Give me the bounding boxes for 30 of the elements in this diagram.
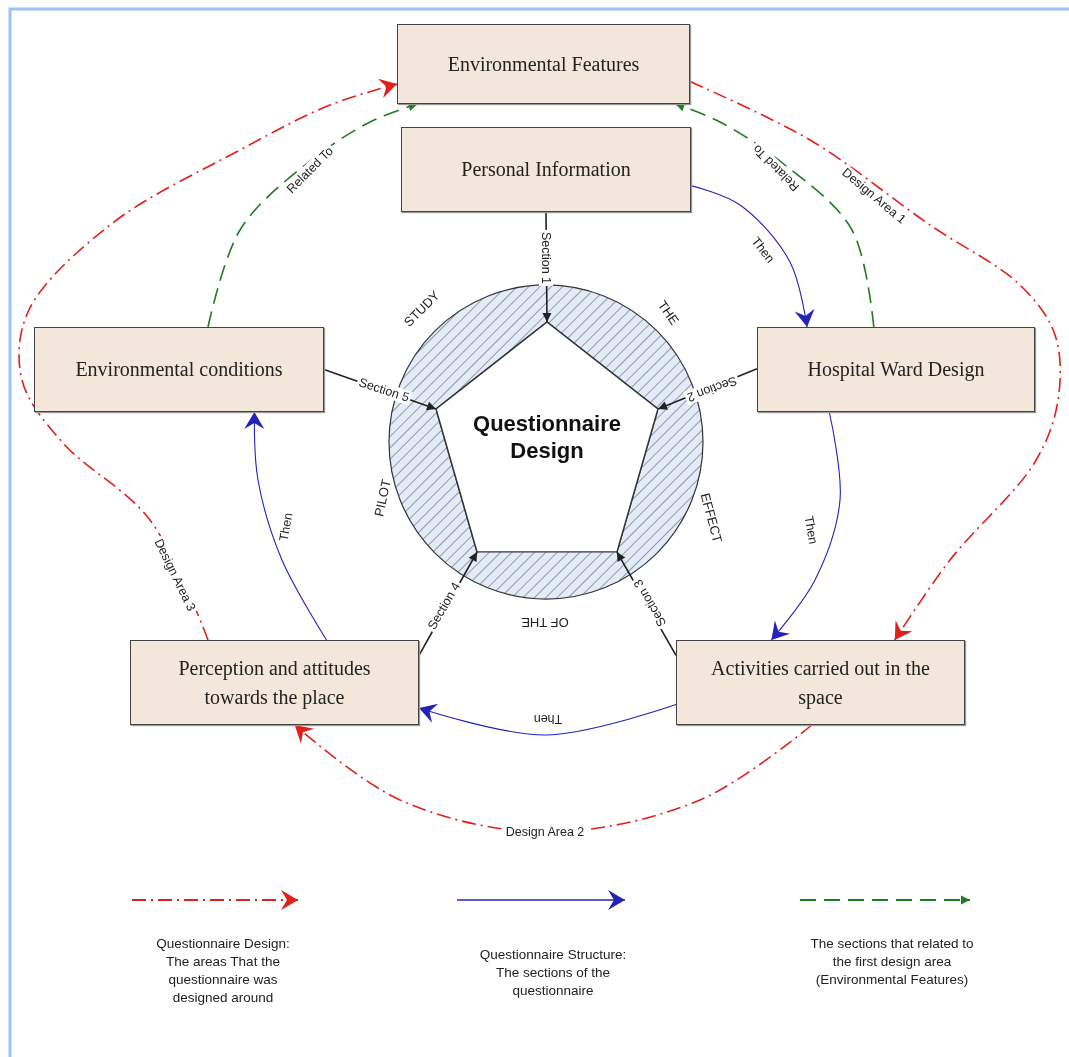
curved-arrow: [690, 185, 815, 328]
ring-label: OF THE: [521, 615, 569, 629]
arrow: [207, 102, 419, 328]
process-box: [401, 127, 691, 212]
arrow: [674, 102, 875, 328]
process-box: [757, 327, 1035, 412]
box-text: Perception and attitudes towards the place: [177, 655, 372, 711]
box-text: Personal Information: [461, 157, 631, 182]
edge-label: Design Area 2: [503, 825, 587, 839]
edge-label: Section 1: [539, 229, 553, 287]
ring-label: PILOT: [372, 478, 394, 518]
legend-text: The sections that related to the first design area (Environmental Features): [809, 935, 975, 989]
process-box: [397, 24, 690, 104]
process-box: [676, 640, 965, 725]
center-title: Questionnaire Design: [472, 410, 622, 464]
curved-arrow: [18, 78, 398, 641]
legend-text: Questionnaire Structure: The sections of the questionnaire: [478, 946, 628, 1000]
box-text: Hospital Ward Design: [807, 357, 985, 383]
process-box: [130, 640, 419, 725]
curved-arrow: [689, 80, 1062, 641]
edge-label: Then: [531, 712, 565, 726]
curved-arrow: [418, 703, 677, 736]
box-text: Activities carried out in the space: [710, 655, 931, 711]
box-text: Environmental conditions: [75, 357, 283, 382]
curved-arrow: [770, 411, 841, 641]
legend-text: Questionnaire Design: The areas That the questionnaire was designed around: [155, 935, 291, 1007]
ring-label: EFFECT: [697, 491, 725, 545]
curved-arrow: [244, 411, 328, 641]
process-box: [34, 327, 324, 412]
box-text: Environmental Features: [447, 51, 640, 77]
